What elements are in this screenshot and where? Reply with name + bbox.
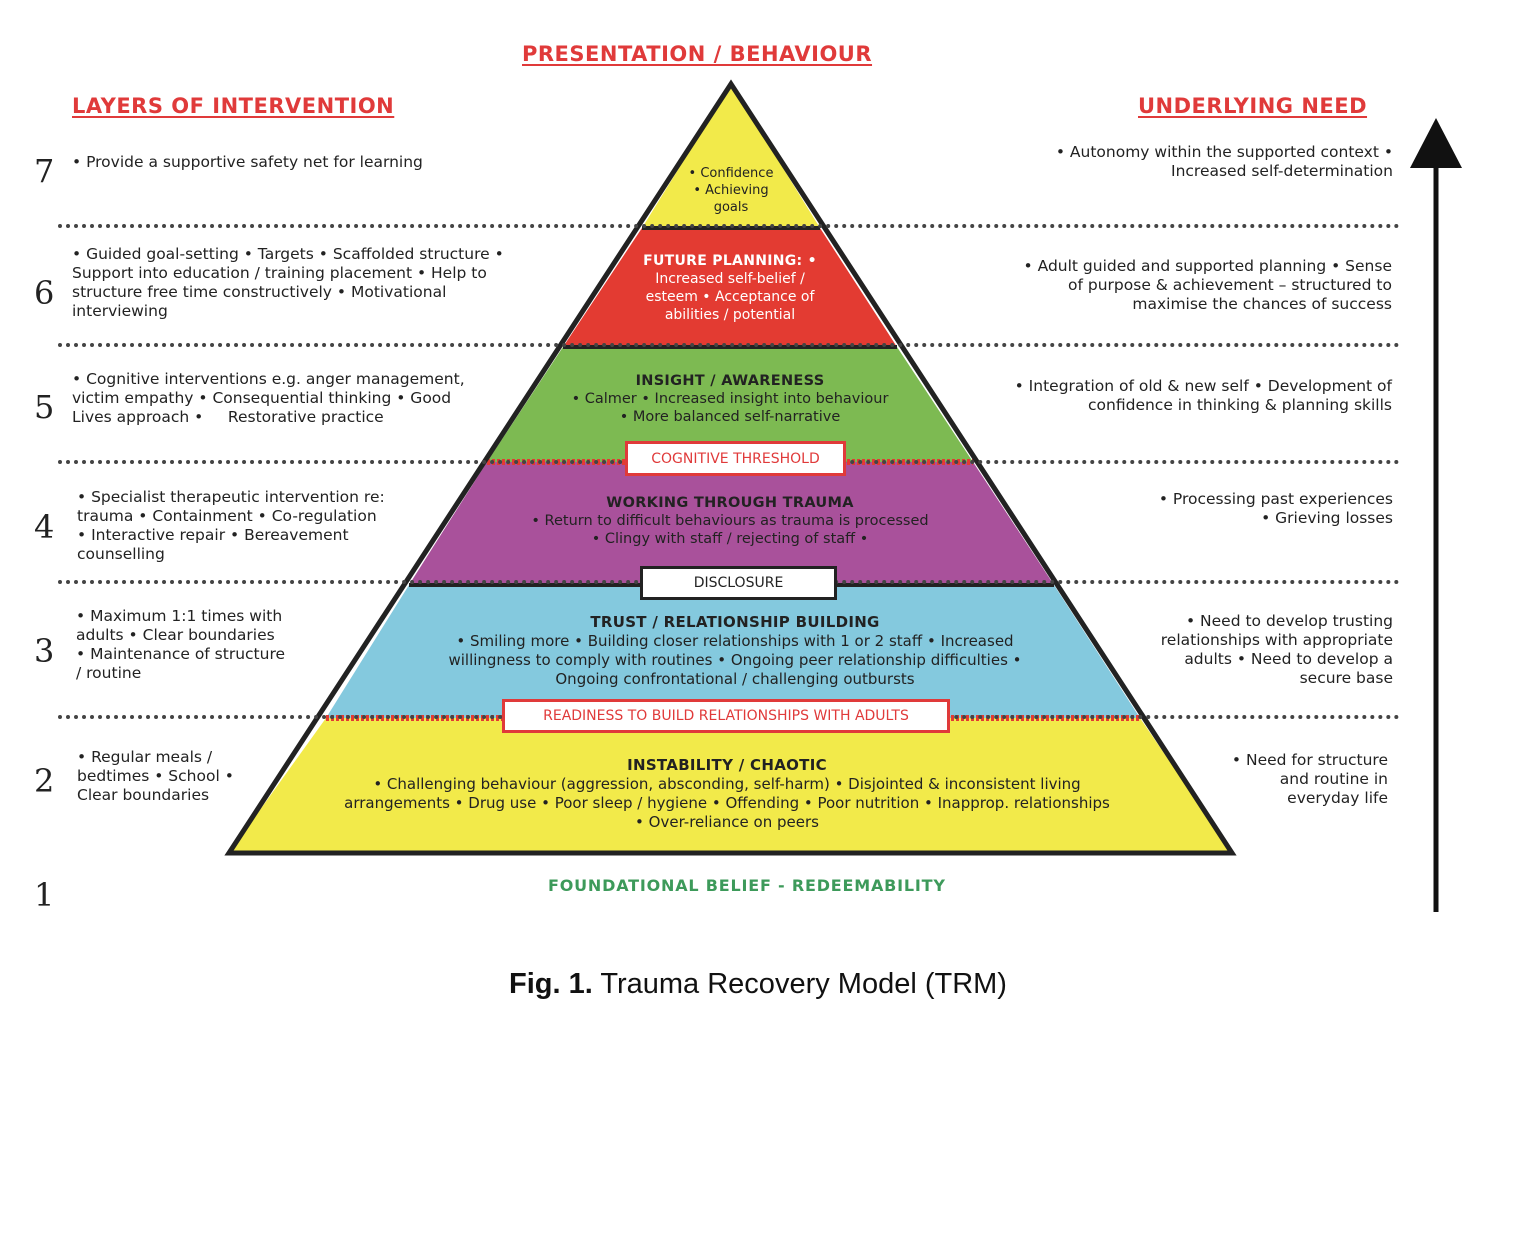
level-divider-7-6 bbox=[58, 224, 1400, 228]
intervention-level-3: • Maximum 1:1 times with adults • Clear … bbox=[76, 607, 286, 682]
pyramid-outline bbox=[224, 79, 1237, 856]
header-presentation-behaviour: PRESENTATION / BEHAVIOUR bbox=[522, 42, 873, 66]
arrow-up-icon bbox=[1410, 118, 1462, 168]
pyramid-text-level-3: TRUST / RELATIONSHIP BUILDING • Smiling … bbox=[448, 613, 1022, 688]
intervention-level-7: • Provide a supportive safety net for le… bbox=[72, 153, 423, 171]
need-level-2: • Need for structure and routine in ever… bbox=[1231, 751, 1388, 807]
level-number-4: 4 bbox=[34, 508, 55, 546]
pyramid-tier-4 bbox=[409, 462, 1054, 585]
caption-label: Fig. 1. bbox=[509, 968, 593, 1000]
level-number-7: 7 bbox=[34, 152, 55, 190]
need-level-3: • Need to develop trusting relationships… bbox=[1160, 612, 1393, 687]
intervention-level-2: • Regular meals / bedtimes • School • Cl… bbox=[77, 748, 234, 804]
need-level-4: • Processing past experiences • Grieving… bbox=[1158, 490, 1393, 527]
intervention-level-5: • Cognitive interventions e.g. anger man… bbox=[72, 370, 465, 426]
level-number-1: 1 bbox=[34, 876, 55, 914]
pyramid-text-level-6: FUTURE PLANNING: • Increased self-belief… bbox=[643, 253, 817, 323]
level-number-6: 6 bbox=[34, 274, 55, 312]
pyramid-tier-6 bbox=[563, 228, 897, 347]
header-underlying-need: UNDERLYING NEED bbox=[1138, 94, 1368, 118]
pyramid-text-level-5: INSIGHT / AWARENESS • Calmer • Increased… bbox=[571, 373, 889, 425]
level-number-5: 5 bbox=[34, 388, 55, 426]
need-level-6: • Adult guided and supported planning • … bbox=[1023, 257, 1392, 313]
readiness-box: READINESS TO BUILD RELATIONSHIPS WITH AD… bbox=[502, 699, 950, 733]
caption-text: Trauma Recovery Model (TRM) bbox=[592, 968, 1007, 1000]
need-level-7: • Autonomy within the supported context … bbox=[1055, 143, 1393, 180]
pyramid-tier-2 bbox=[229, 718, 1232, 853]
level-number-2: 2 bbox=[34, 762, 55, 800]
pyramid-text-level-7: • Confidence • Achieving goals bbox=[688, 166, 774, 215]
pyramid-tier-5 bbox=[487, 347, 973, 462]
intervention-level-6: • Guided goal-setting • Targets • Scaffo… bbox=[72, 245, 504, 320]
foundational-belief-label: FOUNDATIONAL BELIEF - REDEEMABILITY bbox=[548, 876, 946, 895]
header-layers-of-intervention: LAYERS OF INTERVENTION bbox=[72, 94, 395, 118]
disclosure-box: DISCLOSURE bbox=[640, 566, 837, 600]
pyramid-tier-7 bbox=[642, 84, 820, 228]
level-number-3: 3 bbox=[34, 632, 55, 670]
cognitive-threshold-box: COGNITIVE THRESHOLD bbox=[625, 441, 846, 476]
figure-caption: Fig. 1. Trauma Recovery Model (TRM) bbox=[0, 968, 1516, 1001]
intervention-level-4: • Specialist therapeutic intervention re… bbox=[77, 488, 385, 563]
pyramid-text-level-2: INSTABILITY / CHAOTIC • Challenging beha… bbox=[344, 756, 1110, 831]
pyramid-tier-3 bbox=[326, 585, 1140, 718]
pyramid-text-level-4: WORKING THROUGH TRAUMA • Return to diffi… bbox=[531, 495, 929, 547]
level-divider-6-5 bbox=[58, 343, 1400, 347]
need-level-5: • Integration of old & new self • Develo… bbox=[1014, 377, 1392, 414]
